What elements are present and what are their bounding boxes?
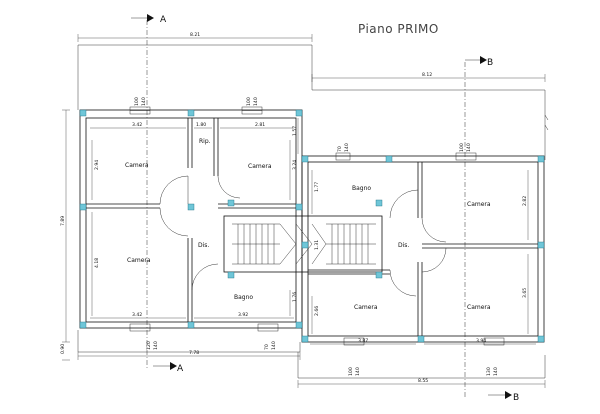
window-labels: 100 140 100 140 70 140 100 140 120 140 7… [134, 97, 499, 376]
section-b-label-bottom: B [513, 393, 519, 403]
staircase [223, 215, 383, 273]
windows [129, 106, 505, 346]
room-camera-bottom-right: Camera [467, 304, 491, 311]
dim-157: 1.57 [292, 126, 298, 136]
dim-266: 2.66 [314, 306, 320, 316]
win-label-100-d: 100 [348, 367, 354, 376]
win-label-140-a: 140 [141, 97, 147, 106]
dim-394: 3.94 [476, 338, 486, 344]
section-axis-a: A A [131, 14, 184, 374]
room-camera-top-right: Camera [467, 201, 491, 208]
dim-177: 1.77 [314, 182, 320, 192]
dim-282: 2.82 [522, 196, 528, 206]
dim-176: 1.76 [292, 292, 298, 302]
dim-overall-bottom-right: 8.55 [418, 378, 428, 384]
room-camera-top-left: Camera [125, 162, 149, 169]
room-dimensions: 3.42 1.80 2.81 3.42 3.92 3.87 3.94 2.94 … [90, 118, 536, 345]
win-label-140-h: 140 [493, 367, 499, 376]
dim-324: 3.24 [292, 160, 298, 170]
win-label-100-c: 100 [459, 143, 465, 152]
dim-height-left-small: 0.90 [60, 344, 66, 354]
dim-365: 3.65 [522, 288, 528, 298]
structural-columns [79, 109, 545, 343]
left-block-walls [79, 109, 303, 329]
section-axis-b: B B [464, 56, 519, 403]
dim-387: 3.87 [358, 338, 368, 344]
dim-281: 2.81 [255, 122, 265, 128]
room-dis-left: Dis. [198, 242, 209, 249]
room-rip: Rip. [199, 138, 211, 145]
dim-overall-top-left: 8.21 [190, 32, 200, 38]
balcony-outlines [77, 44, 549, 379]
dim-overall-bottom-left: 7.78 [189, 350, 199, 356]
room-labels: Camera Rip. Camera Camera Dis. Bagno Bag… [125, 138, 491, 311]
room-camera-top-center: Camera [248, 163, 272, 170]
room-bagno-left: Bagno [234, 294, 253, 301]
right-block-walls [301, 155, 545, 343]
win-label-70-b: 70 [264, 344, 270, 350]
dim-180: 1.80 [196, 122, 206, 128]
dim-height-left: 7.89 [60, 216, 66, 226]
win-label-140-b: 140 [253, 97, 259, 106]
overall-dimensions: 8.21 8.12 7.78 8.55 7.89 0.90 [60, 32, 546, 388]
section-a-label-top: A [160, 15, 167, 25]
dim-418: 4.18 [94, 258, 100, 268]
room-camera-bottom-center: Camera [354, 304, 378, 311]
win-label-140-e: 140 [153, 341, 159, 350]
room-dis-right: Dis. [398, 242, 409, 249]
dim-131: 1.31 [314, 240, 320, 250]
section-a-label-bottom: A [177, 364, 184, 374]
win-label-140-c: 140 [344, 143, 350, 152]
dim-392: 3.92 [238, 312, 248, 318]
win-label-100-b: 100 [246, 97, 252, 106]
dim-342-top: 3.42 [132, 122, 142, 128]
win-label-130: 130 [486, 367, 492, 376]
section-b-label-top: B [487, 58, 493, 68]
room-bagno-right: Bagno [352, 185, 371, 192]
dim-342-bottom: 3.42 [132, 312, 142, 318]
win-label-140-f: 140 [271, 341, 277, 350]
win-label-140-g: 140 [355, 367, 361, 376]
win-label-140-d: 140 [466, 143, 472, 152]
win-label-100-a: 100 [134, 97, 140, 106]
win-label-120: 120 [146, 341, 152, 350]
plan-title: Piano PRIMO [358, 22, 439, 36]
dim-294: 2.94 [94, 160, 100, 170]
win-label-70: 70 [337, 146, 343, 152]
dim-overall-top-right: 8.12 [422, 72, 432, 78]
room-camera-mid-left: Camera [127, 257, 151, 264]
